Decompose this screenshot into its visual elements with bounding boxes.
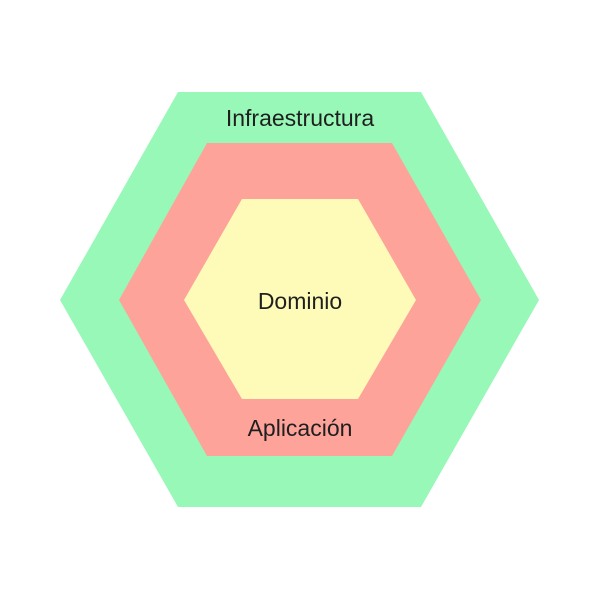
domain-label: Dominio — [258, 288, 342, 314]
infrastructure-label: Infraestructura — [226, 105, 374, 131]
application-label: Aplicación — [248, 415, 353, 441]
domain-layer — [184, 199, 416, 399]
